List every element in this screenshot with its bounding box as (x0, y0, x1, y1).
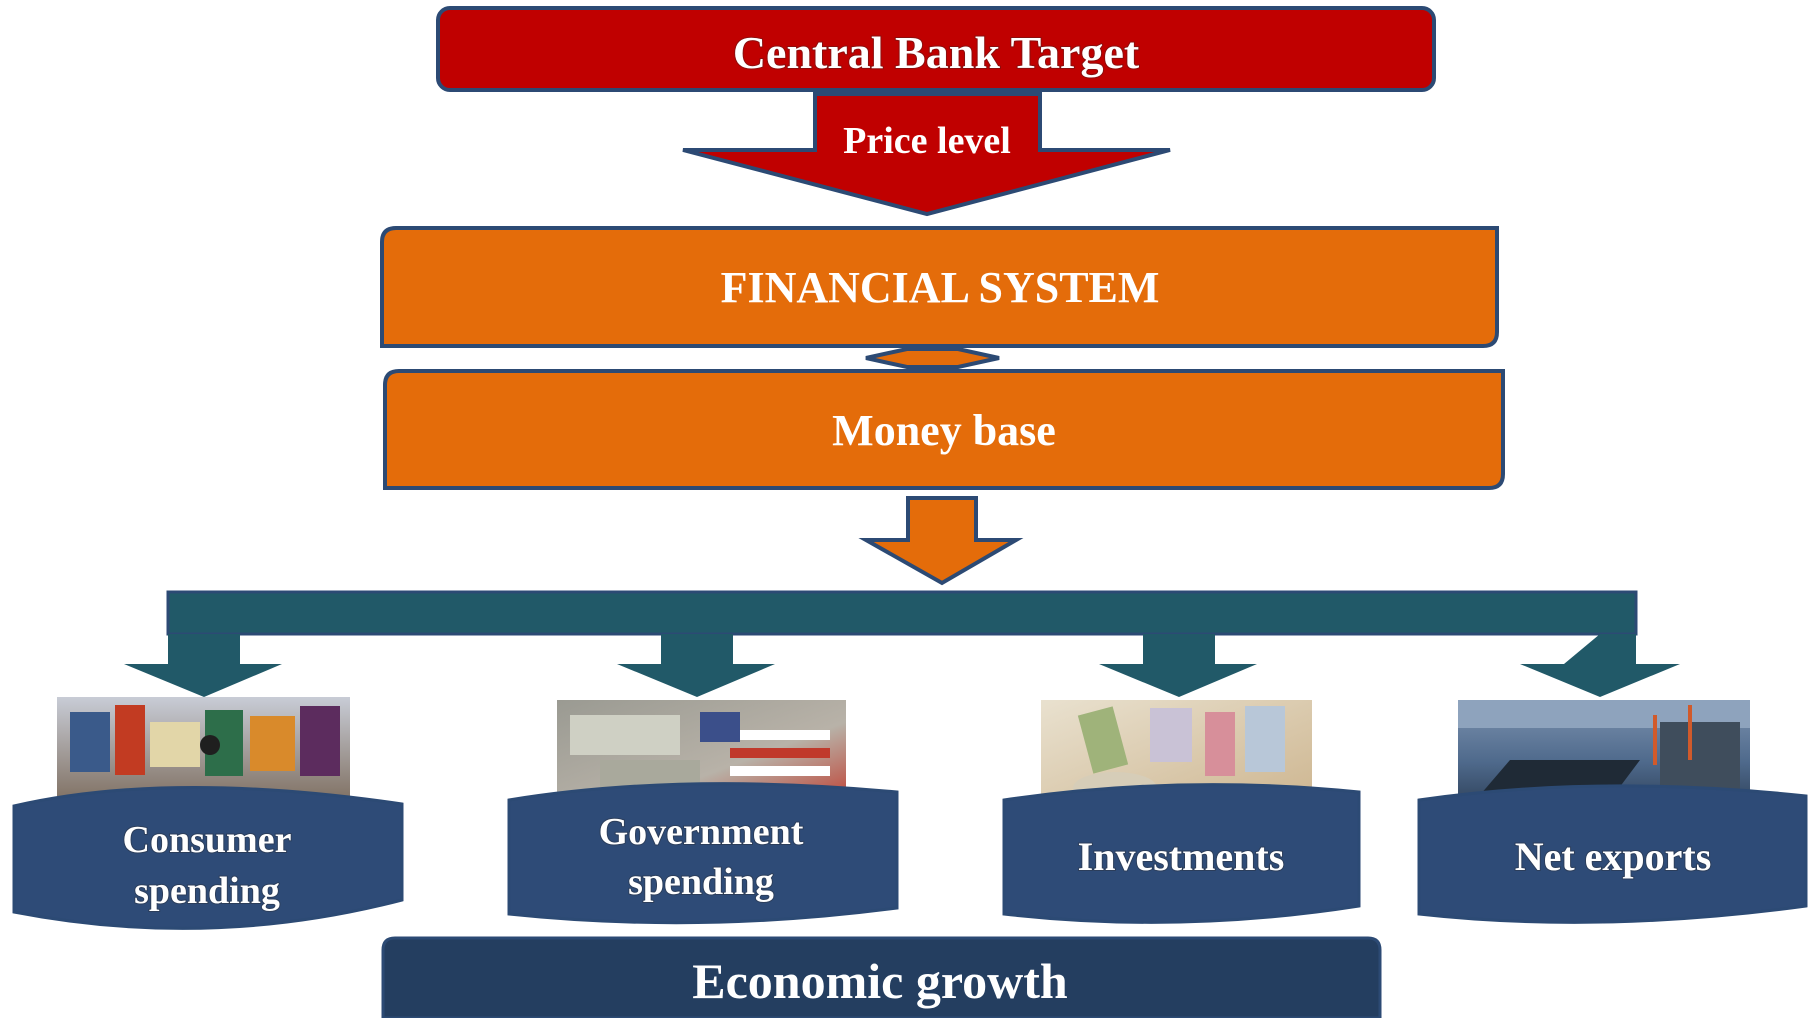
investments-banner: Investments (1002, 783, 1361, 924)
investments-label: Investments (1078, 834, 1285, 879)
central-bank-target-label: Central Bank Target (733, 27, 1140, 78)
economic-growth-box: Economic growth (381, 936, 1382, 1018)
financial-system-label: FINANCIAL SYSTEM (721, 263, 1160, 312)
government-spending-line1: Government (599, 811, 804, 853)
distribution-bar (166, 590, 1638, 636)
branch-arrow-investments (1099, 634, 1257, 697)
consumer-spending-banner: Consumer spending (12, 786, 404, 930)
down-arrow-orange (858, 496, 1024, 586)
financial-system-box: FINANCIAL SYSTEM (380, 226, 1499, 348)
consumer-spending-line2: spending (134, 870, 280, 912)
price-level-label: Price level (843, 120, 1011, 162)
double-arrow-connector (865, 347, 1000, 369)
money-base-label: Money base (832, 406, 1056, 455)
branch-arrow-net-exports (1520, 634, 1680, 697)
central-bank-target-box: Central Bank Target (436, 6, 1436, 92)
consumer-spending-line1: Consumer (123, 819, 292, 861)
net-exports-banner: Net exports (1417, 784, 1808, 924)
net-exports-label: Net exports (1515, 834, 1712, 879)
government-spending-banner: Government spending (507, 782, 899, 925)
government-spending-line2: spending (628, 861, 774, 903)
money-base-box: Money base (383, 369, 1505, 490)
branch-arrow-consumer (124, 634, 282, 697)
price-level-arrow: Price level (682, 92, 1171, 217)
economic-growth-label: Economic growth (692, 953, 1068, 1009)
branch-arrow-government (617, 634, 775, 697)
